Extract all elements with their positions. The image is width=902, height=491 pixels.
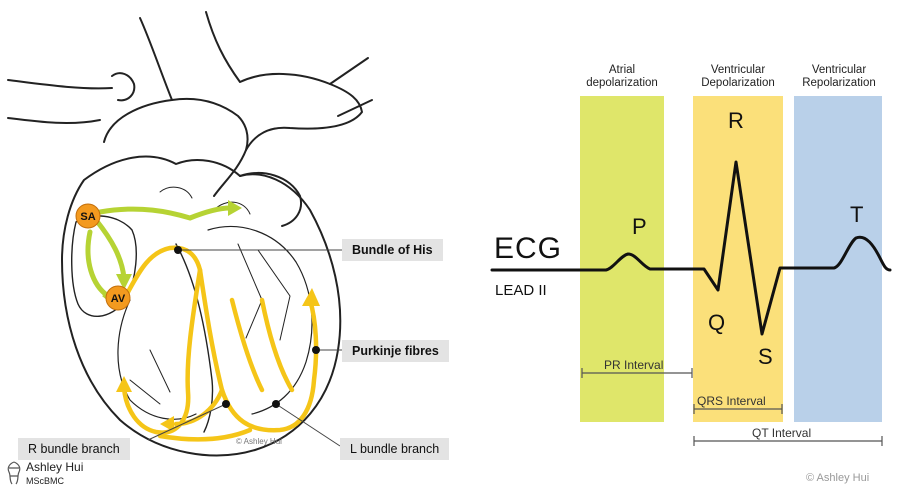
bundle-his-point xyxy=(174,246,182,254)
av-node xyxy=(105,285,131,311)
logo-icon xyxy=(7,461,21,485)
wave-t: T xyxy=(850,202,864,227)
phase-title-atrial: Atrial depolarization xyxy=(572,64,672,90)
phase-band-ventricular-repol xyxy=(794,96,882,422)
yellow-arrowhead-left-up xyxy=(116,376,132,392)
wave-q: Q xyxy=(708,310,726,335)
septum-outline xyxy=(175,243,214,433)
sa-node-label: SA xyxy=(80,211,95,223)
right-ventricle-inner xyxy=(117,299,197,420)
right-vessel xyxy=(329,57,373,117)
phase-title-vdepol-line2: Depolarization xyxy=(701,77,775,89)
qt-interval-label: QT Interval xyxy=(752,426,812,440)
l-bundle-leader xyxy=(275,403,341,447)
yellow-arrowhead-right-up xyxy=(302,288,320,306)
qt-interval-bracket xyxy=(693,436,883,446)
green-arrowhead-av xyxy=(116,274,132,290)
sa-node xyxy=(75,203,101,229)
yellow-arrowhead-mid xyxy=(160,416,174,432)
phase-title-vdepol-line1: Ventricular xyxy=(710,64,766,76)
label-purkinje-fibres: Purkinje fibres xyxy=(342,340,449,362)
ecg-title: ECG xyxy=(494,232,563,265)
pulmonary-artery-outline xyxy=(103,98,249,197)
r-bundle-leader xyxy=(147,403,227,441)
phase-band-ventricular-depol xyxy=(693,96,783,422)
phase-title-vrepol-line2: Repolarization xyxy=(802,77,876,89)
logo-name: Ashley Hui xyxy=(26,460,84,474)
aorta-outline xyxy=(139,11,363,151)
heart-illustration: SA AV © Ashley Hui xyxy=(7,11,373,457)
left-atrium-outline xyxy=(239,171,302,227)
ecg-lead: LEAD II xyxy=(495,282,547,299)
sa-pathways xyxy=(85,205,233,299)
qrs-interval-bracket xyxy=(693,404,783,414)
heart-inner-copyright: © Ashley Hui xyxy=(236,437,282,446)
r-bundle-point xyxy=(222,400,230,408)
purkinje-point xyxy=(312,346,320,354)
phase-title-ventricular-repol: Ventricular Repolarization xyxy=(784,64,894,90)
phase-title-ventricular-depol: Ventricular Depolarization xyxy=(683,64,793,90)
logo-subtitle: MScBMC xyxy=(26,476,64,486)
svc-outline xyxy=(7,79,113,125)
label-bundle-of-his: Bundle of His xyxy=(342,239,443,261)
label-r-bundle-branch: R bundle branch xyxy=(18,438,130,460)
wave-r: R xyxy=(728,108,744,133)
wave-s: S xyxy=(758,344,773,369)
pr-interval-bracket xyxy=(581,368,693,378)
av-node-label: AV xyxy=(111,293,126,305)
ecg-trace xyxy=(490,160,892,336)
qrs-interval-label: QRS Interval xyxy=(697,394,766,408)
ecg-copyright: © Ashley Hui xyxy=(806,472,870,484)
label-l-bundle-branch: L bundle branch xyxy=(340,438,450,460)
heart-outline xyxy=(61,155,342,457)
wave-p: P xyxy=(632,214,647,239)
l-bundle-point xyxy=(272,400,280,408)
pr-interval-label: PR Interval xyxy=(604,358,664,372)
phase-title-atrial-line1: Atrial xyxy=(608,64,636,76)
phase-title-vrepol-line1: Ventricular xyxy=(811,64,867,76)
phase-title-atrial-line2: depolarization xyxy=(586,77,658,89)
pulmonary-vessel-top xyxy=(111,72,136,102)
green-arrowhead-right xyxy=(228,200,242,216)
